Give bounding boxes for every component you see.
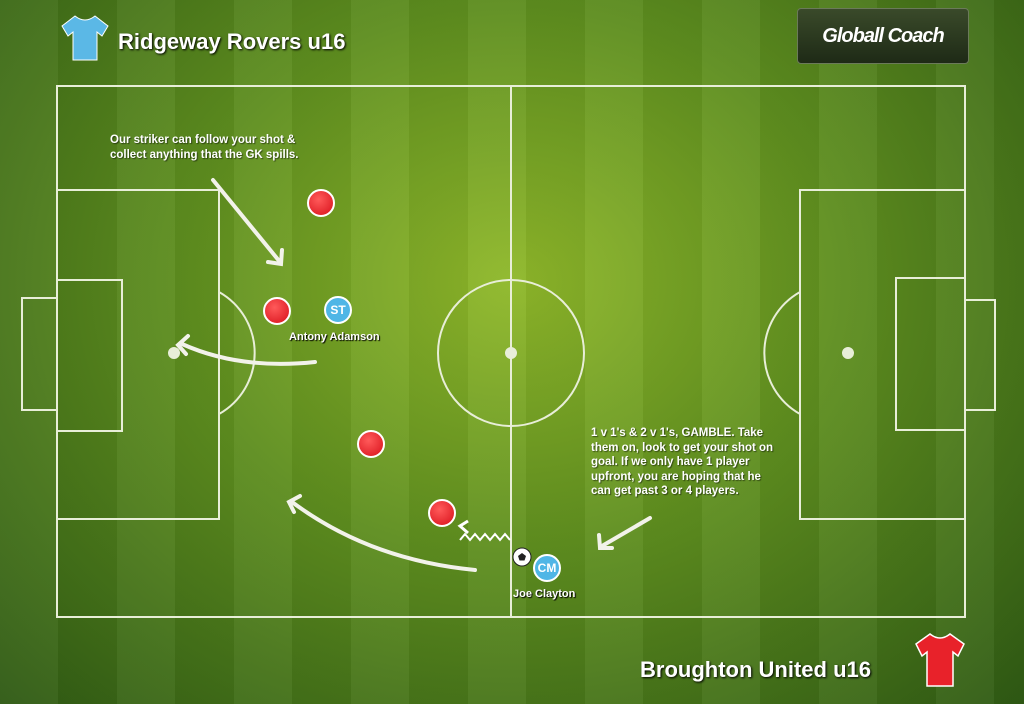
opponent-marker[interactable]	[263, 297, 291, 325]
player-st-name: Antony Adamson	[289, 331, 380, 343]
away-team-name: Broughton United u16	[640, 657, 871, 682]
movement-arrows	[175, 178, 652, 572]
home-shirt-icon	[61, 15, 109, 61]
gamble-note: 1 v 1's & 2 v 1's, GAMBLE. Take them on,…	[591, 427, 774, 497]
dribble-path	[459, 532, 511, 542]
home-team-name: Ridgeway Rovers u16	[118, 29, 346, 54]
globall-coach-logo[interactable]: Globall Coach	[797, 8, 969, 64]
player-cm-name: Joe Clayton	[513, 588, 576, 600]
player-cm[interactable]: CM	[533, 554, 561, 582]
football-icon[interactable]	[512, 547, 532, 567]
player-st[interactable]: ST	[324, 296, 352, 324]
opponent-marker[interactable]	[428, 499, 456, 527]
opponent-marker[interactable]	[307, 189, 335, 217]
striker-note: Our striker can follow your shot & colle…	[110, 134, 299, 161]
opponent-marker[interactable]	[357, 430, 385, 458]
away-shirt-icon	[915, 633, 965, 687]
